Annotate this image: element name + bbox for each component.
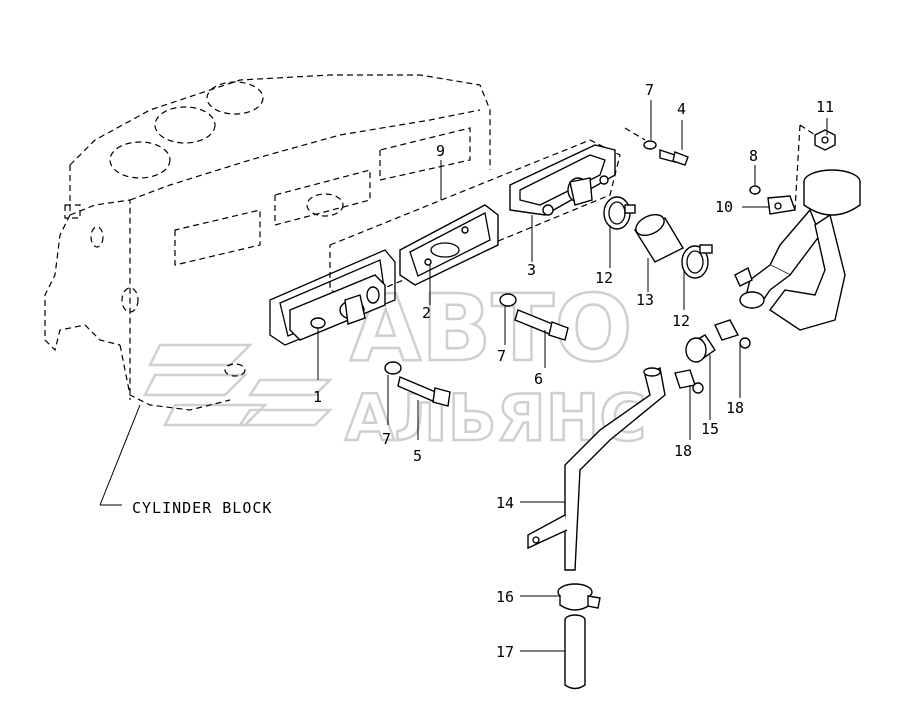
- caption-cylinder-block: CYLINDER BLOCK: [132, 499, 272, 517]
- callout-16: 16: [496, 588, 514, 606]
- bracket-10: [767, 195, 796, 215]
- hose-17: [564, 614, 586, 690]
- callout-18-left: 18: [674, 442, 692, 460]
- washer-7-mid: [499, 293, 517, 307]
- callout-12-upper: 12: [595, 269, 613, 287]
- hose-13: [633, 213, 684, 263]
- callout-4: 4: [677, 100, 686, 118]
- clip-18b: [674, 369, 704, 394]
- clip-18a: [714, 319, 751, 349]
- callout-8: 8: [749, 147, 758, 165]
- callout-5: 5: [413, 447, 422, 465]
- clamp-16: [557, 583, 601, 611]
- callout-13: 13: [636, 291, 654, 309]
- callout-18-right: 18: [726, 399, 744, 417]
- pipe-14: [527, 366, 666, 571]
- bolt-6: [514, 309, 569, 341]
- callout-1: 1: [313, 388, 322, 406]
- watermark-logo: [142, 343, 334, 427]
- callout-3: 3: [527, 261, 536, 279]
- callout-7-mid: 7: [497, 347, 506, 365]
- callout-7-low: 7: [382, 430, 391, 448]
- cover-plate-2: [399, 204, 499, 286]
- callout-14: 14: [496, 494, 514, 512]
- callout-7-top: 7: [645, 81, 654, 99]
- callout-12-lower: 12: [672, 312, 690, 330]
- leader-lines: [99, 100, 828, 652]
- callouts: 1 2 3 4 5 6 7 7 7 8 9 10 11 12 12 13 14 …: [313, 81, 834, 661]
- breather-pipe-assembly: [734, 169, 861, 331]
- callout-15: 15: [701, 420, 719, 438]
- cover-plate-1: [289, 274, 386, 341]
- washer-8: [749, 185, 761, 195]
- washer-7-lower: [384, 361, 402, 375]
- callout-6: 6: [534, 370, 543, 388]
- callout-17: 17: [496, 643, 514, 661]
- callout-10: 10: [715, 198, 733, 216]
- hose-clamp-12-lower: [681, 244, 713, 279]
- hose-clamp-12-upper: [603, 196, 636, 230]
- callout-11: 11: [816, 98, 834, 116]
- bolt-5: [397, 376, 451, 407]
- breather-housing-3: [509, 144, 616, 216]
- callout-9: 9: [436, 142, 445, 160]
- callout-2: 2: [422, 304, 431, 322]
- bolt-4-assembly: [624, 127, 689, 166]
- small-hose-15: [685, 334, 716, 364]
- nut-11: [794, 124, 836, 211]
- gasket-9: [329, 139, 621, 301]
- cylinder-block: [44, 74, 491, 411]
